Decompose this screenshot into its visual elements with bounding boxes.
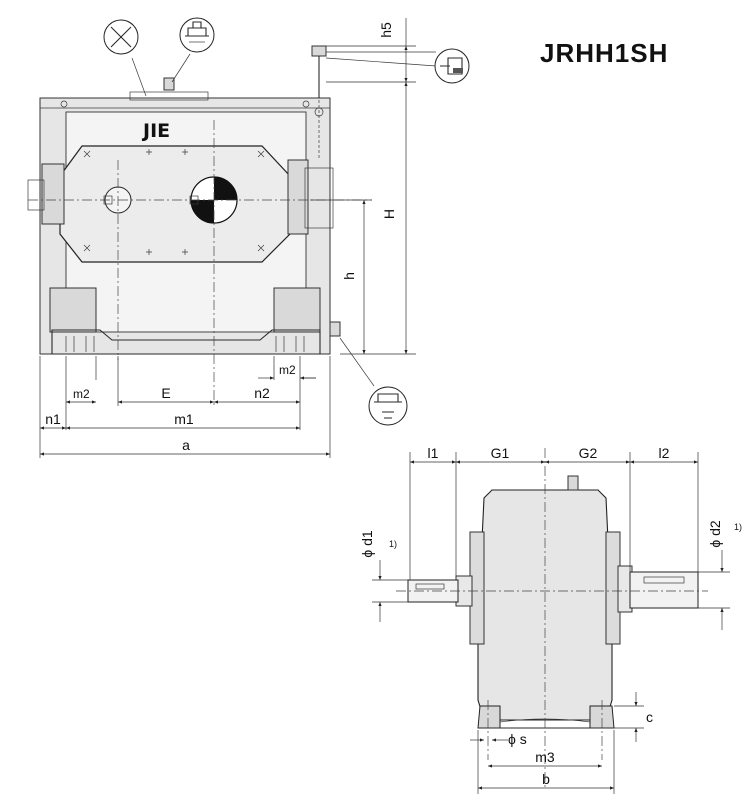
dim-n2: n2 bbox=[254, 385, 270, 401]
model-title: JRHH1SH bbox=[540, 38, 668, 68]
right-shaft-boss bbox=[287, 159, 309, 235]
dim-l2: l2 bbox=[659, 445, 670, 461]
dim-H: H bbox=[381, 209, 397, 219]
dim-h: h bbox=[341, 272, 357, 280]
dim-c: c bbox=[646, 709, 653, 725]
brand-logo: JIE bbox=[141, 120, 170, 142]
dim-E: E bbox=[161, 385, 170, 401]
dim-G1: G1 bbox=[491, 445, 510, 461]
note-1-left: 1) bbox=[389, 539, 397, 549]
dim-n1: n1 bbox=[45, 411, 61, 427]
cover-plate bbox=[59, 145, 291, 263]
right-foot bbox=[273, 287, 321, 333]
dim-m2-left: m2 bbox=[73, 387, 90, 401]
dim-phi-d1: ϕ d1 bbox=[359, 530, 375, 558]
dim-m3: m3 bbox=[535, 749, 555, 765]
left-foot bbox=[49, 287, 97, 333]
top-cover bbox=[129, 91, 209, 101]
vent-plug bbox=[163, 77, 175, 91]
dim-m1: m1 bbox=[174, 411, 194, 427]
dim-a: a bbox=[182, 437, 190, 453]
dim-b: b bbox=[542, 771, 550, 787]
dim-h5: h5 bbox=[378, 22, 394, 38]
dim-G2: G2 bbox=[579, 445, 598, 461]
left-shaft-boss bbox=[41, 163, 65, 225]
drain-plug bbox=[329, 321, 341, 337]
front-dimensions bbox=[39, 18, 416, 458]
note-1-right: 1) bbox=[734, 522, 742, 532]
side-view bbox=[396, 448, 708, 790]
callout-symbols bbox=[103, 17, 470, 426]
side-vent-plug bbox=[567, 475, 579, 491]
side-dimensions bbox=[372, 452, 730, 794]
vent-detail-icon bbox=[179, 17, 215, 53]
dim-l1: l1 bbox=[428, 445, 439, 461]
drain-detail-icon bbox=[368, 386, 408, 426]
dim-phi-s: ϕ s bbox=[508, 731, 527, 747]
right-shaft bbox=[629, 571, 699, 609]
dim-phi-d2: ϕ d2 bbox=[707, 520, 723, 548]
front-view: JIE bbox=[27, 45, 372, 406]
oil-dipstick bbox=[311, 45, 327, 57]
dim-m2-right: m2 bbox=[279, 363, 296, 377]
